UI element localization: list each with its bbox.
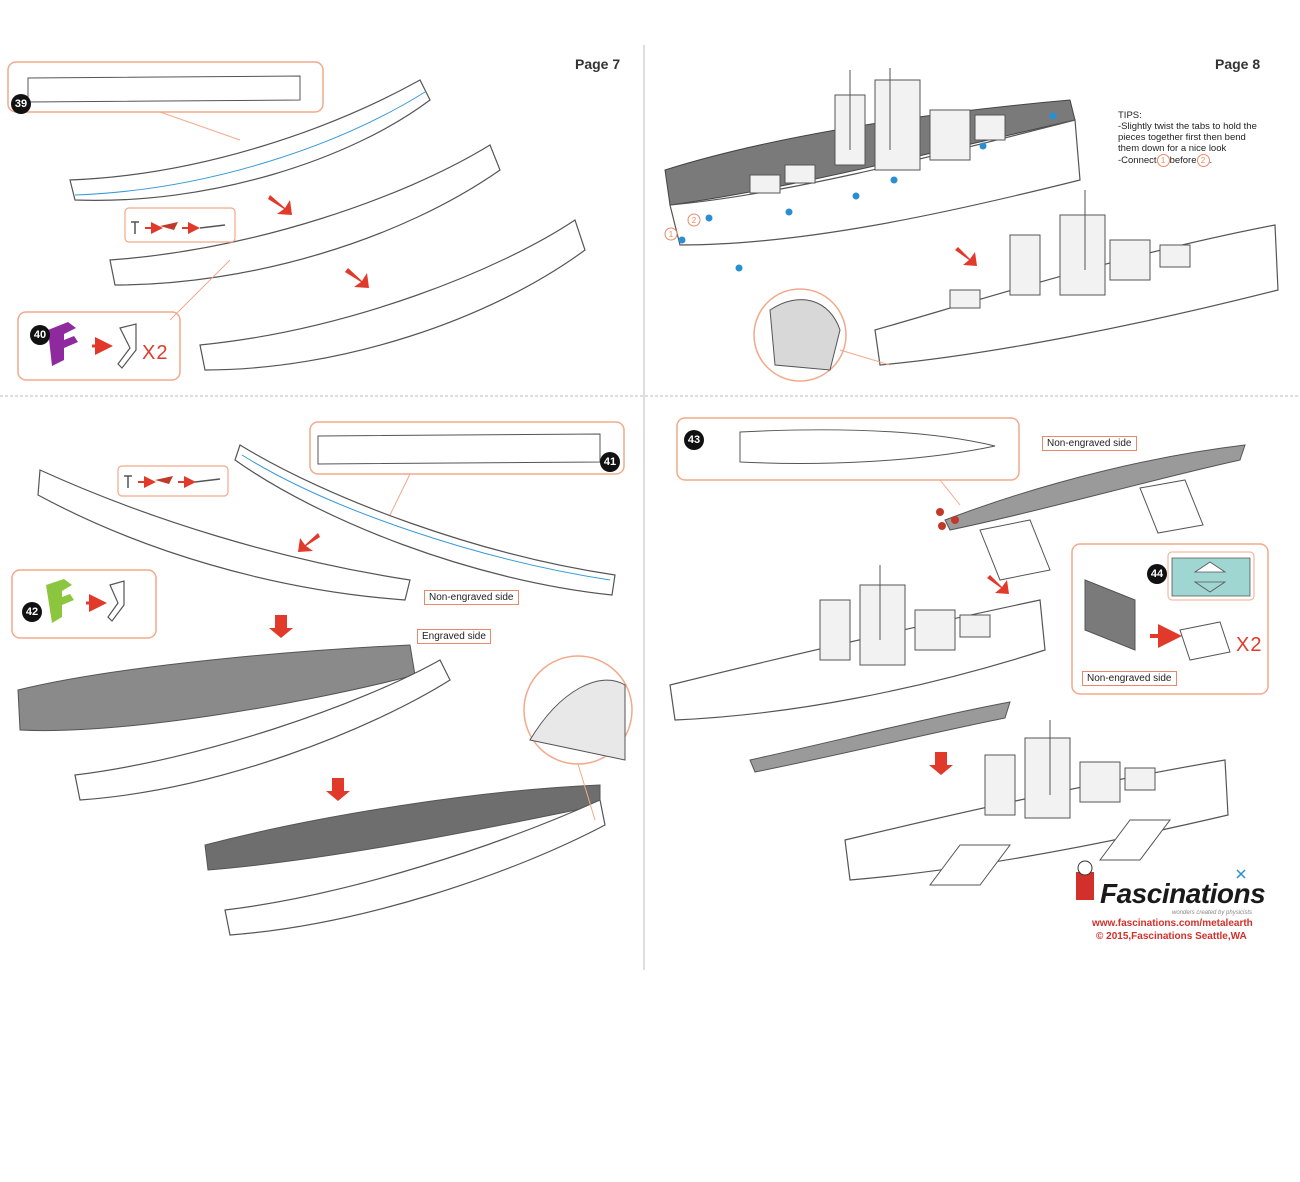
- teal-part-44: [1171, 557, 1251, 597]
- bent-part-44: [1179, 621, 1231, 661]
- stand-flat-43: [739, 429, 996, 464]
- quantity-x2-44: X2: [1236, 634, 1263, 656]
- step-badge-41: 41: [600, 452, 620, 472]
- ship-superstructure-c: [819, 565, 991, 666]
- down-arrow-39b: [345, 268, 369, 288]
- bent-part-42: [107, 580, 125, 622]
- hull-side-41a: [234, 444, 616, 596]
- tab-callout-41: [117, 465, 229, 497]
- grey-deck-42b: [204, 784, 601, 871]
- non-engraved-label-42: Non-engraved side: [424, 590, 519, 605]
- ship-superstructure-a: [749, 68, 1006, 194]
- down-arrow-39a: [268, 195, 292, 215]
- tips-line-1: -Slightly twist the tabs to hold the: [1118, 121, 1257, 132]
- tab-callout-39: [124, 207, 236, 243]
- page-number-left: Page 7: [575, 56, 621, 72]
- step-badge-39: 39: [11, 94, 31, 114]
- ship-superstructure-b: [949, 190, 1191, 309]
- tips-title: TIPS:: [1118, 110, 1142, 121]
- step-badge-43: 43: [684, 430, 704, 450]
- arrow-43b: [929, 752, 953, 775]
- stand-grey-c: [749, 701, 1011, 773]
- tips-block: TIPS: -Slightly twist the tabs to hold t…: [1118, 110, 1288, 167]
- fascinations-mascot-logo: [1076, 860, 1094, 900]
- arrow-page8: [955, 247, 977, 266]
- tips-period: .: [1209, 155, 1213, 166]
- stand-foot-43a: [979, 519, 1051, 581]
- stand-grey-43: [944, 444, 1246, 531]
- tips-num-1: 1: [1156, 154, 1170, 167]
- tips-line-3: them down for a nice look: [1118, 143, 1227, 154]
- svg-text:1: 1: [669, 230, 674, 239]
- tips-line-2: pieces together first then bend: [1118, 132, 1246, 143]
- step-badge-40: 40: [30, 325, 50, 345]
- step-badge-44: 44: [1147, 564, 1167, 584]
- logo-tagline: wonders created by physicists: [1172, 910, 1253, 916]
- svg-text:2: 2: [692, 216, 697, 225]
- copyright-notice: © 2015,Fascinations Seattle,WA: [1096, 931, 1247, 942]
- engraved-label-42: Engraved side: [417, 629, 491, 644]
- sparkle-icon: [1236, 869, 1246, 879]
- tips-connect: -Connect: [1118, 155, 1157, 166]
- hull-42a: [74, 659, 451, 801]
- hull-side-39b: [109, 144, 501, 286]
- quantity-x2-40: X2: [142, 342, 169, 364]
- guide-line-39: [74, 91, 426, 196]
- grey-part-44: [1084, 579, 1136, 651]
- tips-before: before: [1169, 155, 1197, 166]
- non-engraved-label-43: Non-engraved side: [1042, 436, 1137, 451]
- stand-foot-43b: [1139, 479, 1204, 534]
- hull-side-41b: [37, 469, 411, 601]
- step-badge-42: 42: [22, 602, 42, 622]
- purple-part-40: [48, 322, 78, 366]
- non-engraved-label-44: Non-engraved side: [1082, 671, 1177, 686]
- page-number-right: Page 8: [1215, 56, 1261, 72]
- ship-hull-a: [669, 119, 1081, 246]
- tips-num-2: 2: [1196, 154, 1210, 167]
- arrow-41: [298, 533, 320, 552]
- propellers-43: [936, 508, 959, 530]
- website-url: www.fascinations.com/metalearth: [1092, 918, 1253, 929]
- ship-final-superstructure: [984, 720, 1156, 819]
- deck-flat-39: [27, 75, 301, 103]
- connection-dots-a: [678, 112, 1057, 272]
- down-arrow-42b: [326, 778, 350, 801]
- final-stand-feet: [929, 819, 1171, 886]
- hull-side-39a: [69, 79, 431, 201]
- hull-side-39c: [199, 219, 586, 371]
- fascinations-logo-text: Fascinations: [1100, 878, 1266, 909]
- hull-42b: [224, 799, 606, 936]
- bent-part-40: [117, 323, 137, 369]
- down-arrow-42a: [269, 615, 293, 638]
- green-part-42: [46, 579, 74, 623]
- arrow-43a: [987, 575, 1009, 594]
- deck-flat-41: [317, 433, 601, 465]
